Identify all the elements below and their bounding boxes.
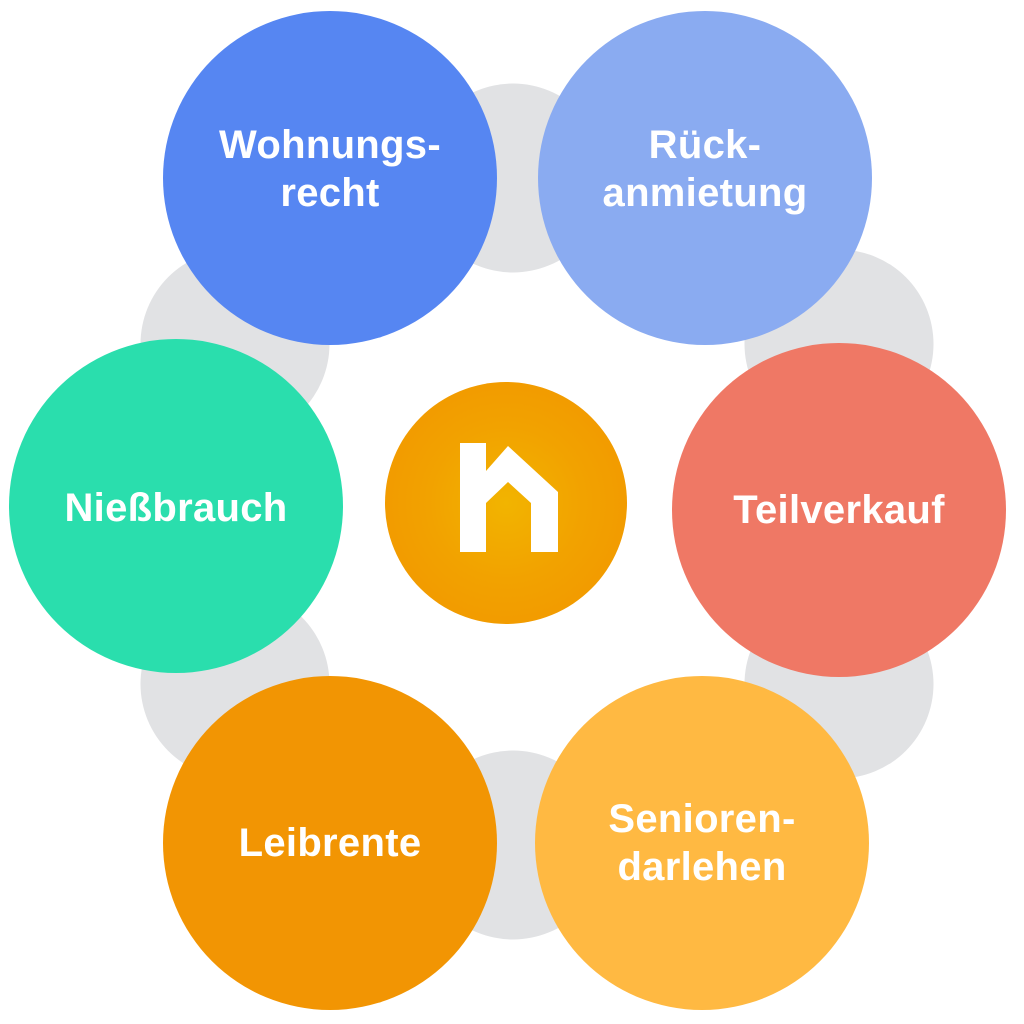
option-niessbrauch: Nießbrauch <box>9 339 343 673</box>
house-h-logo-icon <box>460 443 558 552</box>
option-rueckanmietung: Rück- anmietung <box>538 11 872 345</box>
option-teilverkauf: Teilverkauf <box>672 343 1006 677</box>
option-label: Rück- anmietung <box>602 123 808 215</box>
option-leibrente: Leibrente <box>163 676 497 1010</box>
option-label: Wohnungs- recht <box>219 123 441 215</box>
option-label: Nießbrauch <box>64 486 288 530</box>
center-logo-circle <box>385 382 627 624</box>
option-label: Senioren- darlehen <box>608 797 796 889</box>
option-wohnungsrecht: Wohnungs- recht <box>163 11 497 345</box>
option-seniorendarlehen: Senioren- darlehen <box>535 676 869 1010</box>
option-label: Leibrente <box>238 821 422 865</box>
option-label: Teilverkauf <box>733 488 945 532</box>
